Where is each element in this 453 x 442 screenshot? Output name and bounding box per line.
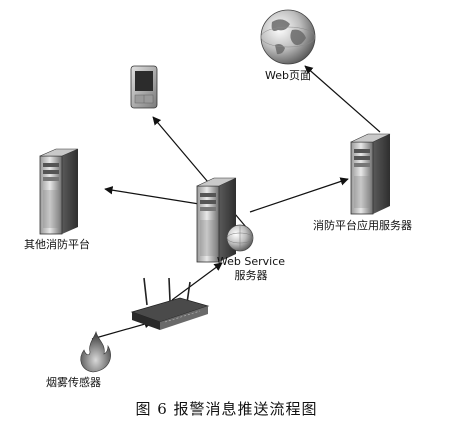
webpage-label: Web页面 (265, 69, 311, 82)
flame-icon (80, 330, 111, 373)
edge-router-to-webservice (171, 262, 223, 301)
server-tower-icon-other-platform (39, 148, 79, 235)
figure-caption: 图 6 报警消息推送流程图 (135, 400, 318, 418)
router-icon (130, 277, 210, 330)
other-platform-label: 其他消防平台 (24, 238, 90, 251)
edge-app-server-to-webpage (304, 65, 381, 133)
web-service-label-line2: 服务器 (234, 269, 268, 282)
edge-webservice-to-app-server (249, 177, 349, 213)
web-service-label-line1: Web Service (216, 255, 286, 268)
app-server-label: 消防平台应用服务器 (313, 219, 412, 232)
globe-badge-icon (226, 224, 254, 252)
smoke-sensor-label: 烟雾传感器 (46, 376, 101, 389)
globe-icon (260, 9, 316, 65)
edge-sensor-to-router (91, 320, 153, 340)
server-tower-icon-web-service (196, 177, 237, 263)
mobile-device-icon (130, 65, 158, 109)
server-tower-icon-app-server (350, 133, 391, 215)
